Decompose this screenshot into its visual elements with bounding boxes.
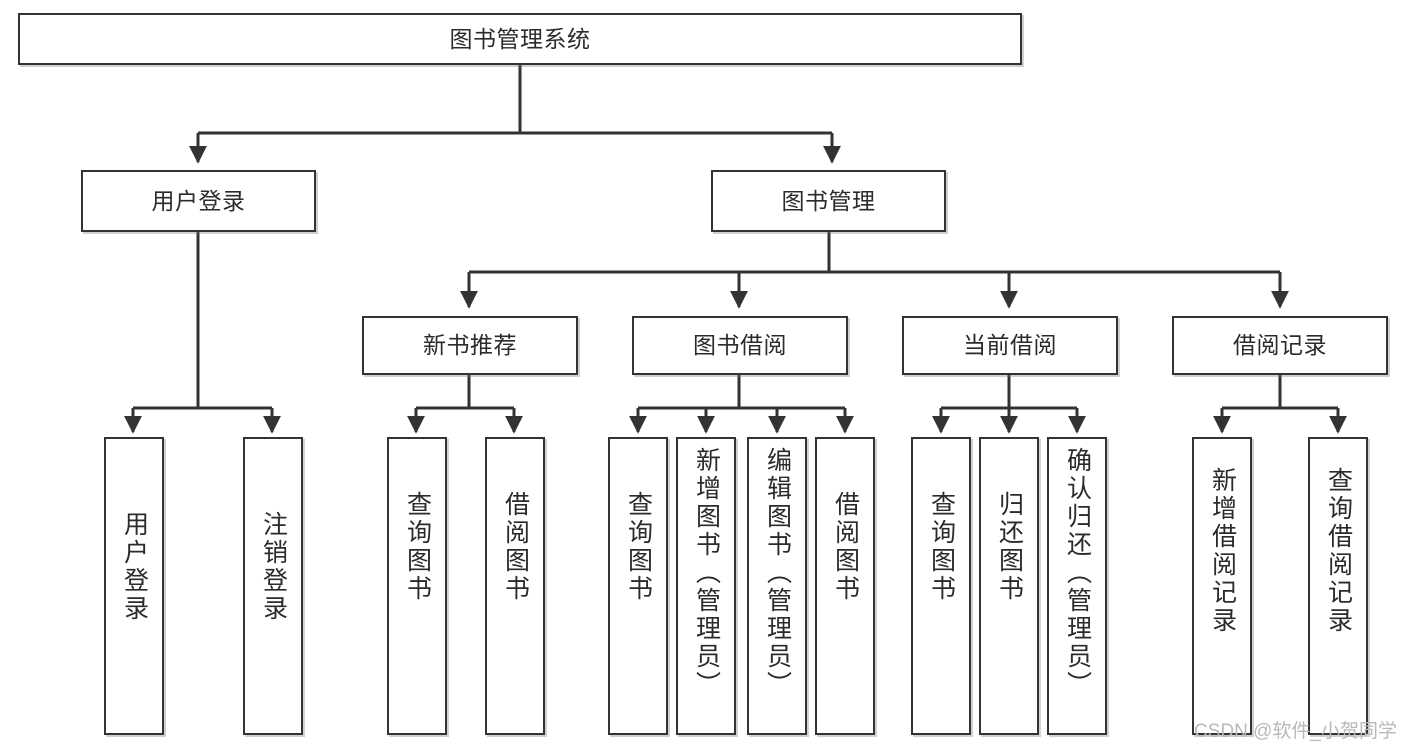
node-leaf-borrow-book-2[interactable]: 借阅图书 <box>815 437 875 735</box>
node-leaf-query-book-1[interactable]: 查询图书 <box>387 437 447 735</box>
node-leaf-query-book-2-label: 查询图书 <box>624 491 653 603</box>
node-current-borrow-label: 当前借阅 <box>963 332 1057 359</box>
node-new-book-recommend-label: 新书推荐 <box>423 332 517 359</box>
node-leaf-edit-book[interactable]: 编辑图书（管理员） <box>747 437 807 735</box>
node-leaf-add-record-label: 新增借阅记录 <box>1208 467 1237 635</box>
node-leaf-query-record[interactable]: 查询借阅记录 <box>1308 437 1368 735</box>
node-borrow-record-label: 借阅记录 <box>1233 332 1327 359</box>
node-leaf-add-record[interactable]: 新增借阅记录 <box>1192 437 1252 735</box>
node-current-borrow[interactable]: 当前借阅 <box>902 316 1118 375</box>
node-user-login[interactable]: 用户登录 <box>81 170 316 232</box>
node-leaf-logout[interactable]: 注销登录 <box>243 437 303 735</box>
node-book-management-label: 图书管理 <box>781 187 876 214</box>
node-leaf-query-book-3[interactable]: 查询图书 <box>911 437 971 735</box>
node-leaf-user-login[interactable]: 用户登录 <box>104 437 164 735</box>
node-book-management[interactable]: 图书管理 <box>711 170 946 232</box>
node-leaf-borrow-book-2-label: 借阅图书 <box>831 491 860 603</box>
node-leaf-confirm-return[interactable]: 确认归还（管理员） <box>1047 437 1107 735</box>
node-leaf-query-book-2[interactable]: 查询图书 <box>608 437 668 735</box>
node-leaf-user-login-label: 用户登录 <box>120 511 149 623</box>
node-leaf-add-book-label: 新增图书（管理员） <box>692 447 721 699</box>
node-leaf-edit-book-label: 编辑图书（管理员） <box>763 447 792 699</box>
node-leaf-confirm-return-label: 确认归还（管理员） <box>1063 447 1092 699</box>
node-leaf-query-book-3-label: 查询图书 <box>927 491 956 603</box>
node-leaf-add-book[interactable]: 新增图书（管理员） <box>676 437 736 735</box>
node-leaf-query-book-1-label: 查询图书 <box>403 491 432 603</box>
node-leaf-return-book[interactable]: 归还图书 <box>979 437 1039 735</box>
node-leaf-borrow-book-1-label: 借阅图书 <box>501 491 530 603</box>
node-user-login-label: 用户登录 <box>151 187 246 214</box>
watermark-text: CSDN @软件_小贺同学 <box>1194 721 1397 742</box>
node-leaf-query-record-label: 查询借阅记录 <box>1324 467 1353 635</box>
node-leaf-logout-label: 注销登录 <box>259 511 288 623</box>
node-book-borrow[interactable]: 图书借阅 <box>632 316 848 375</box>
node-root-label: 图书管理系统 <box>449 25 591 52</box>
node-borrow-record[interactable]: 借阅记录 <box>1172 316 1388 375</box>
node-leaf-borrow-book-1[interactable]: 借阅图书 <box>485 437 545 735</box>
node-leaf-return-book-label: 归还图书 <box>995 491 1024 603</box>
node-book-borrow-label: 图书借阅 <box>693 332 787 359</box>
node-root[interactable]: 图书管理系统 <box>18 13 1022 65</box>
node-new-book-recommend[interactable]: 新书推荐 <box>362 316 578 375</box>
